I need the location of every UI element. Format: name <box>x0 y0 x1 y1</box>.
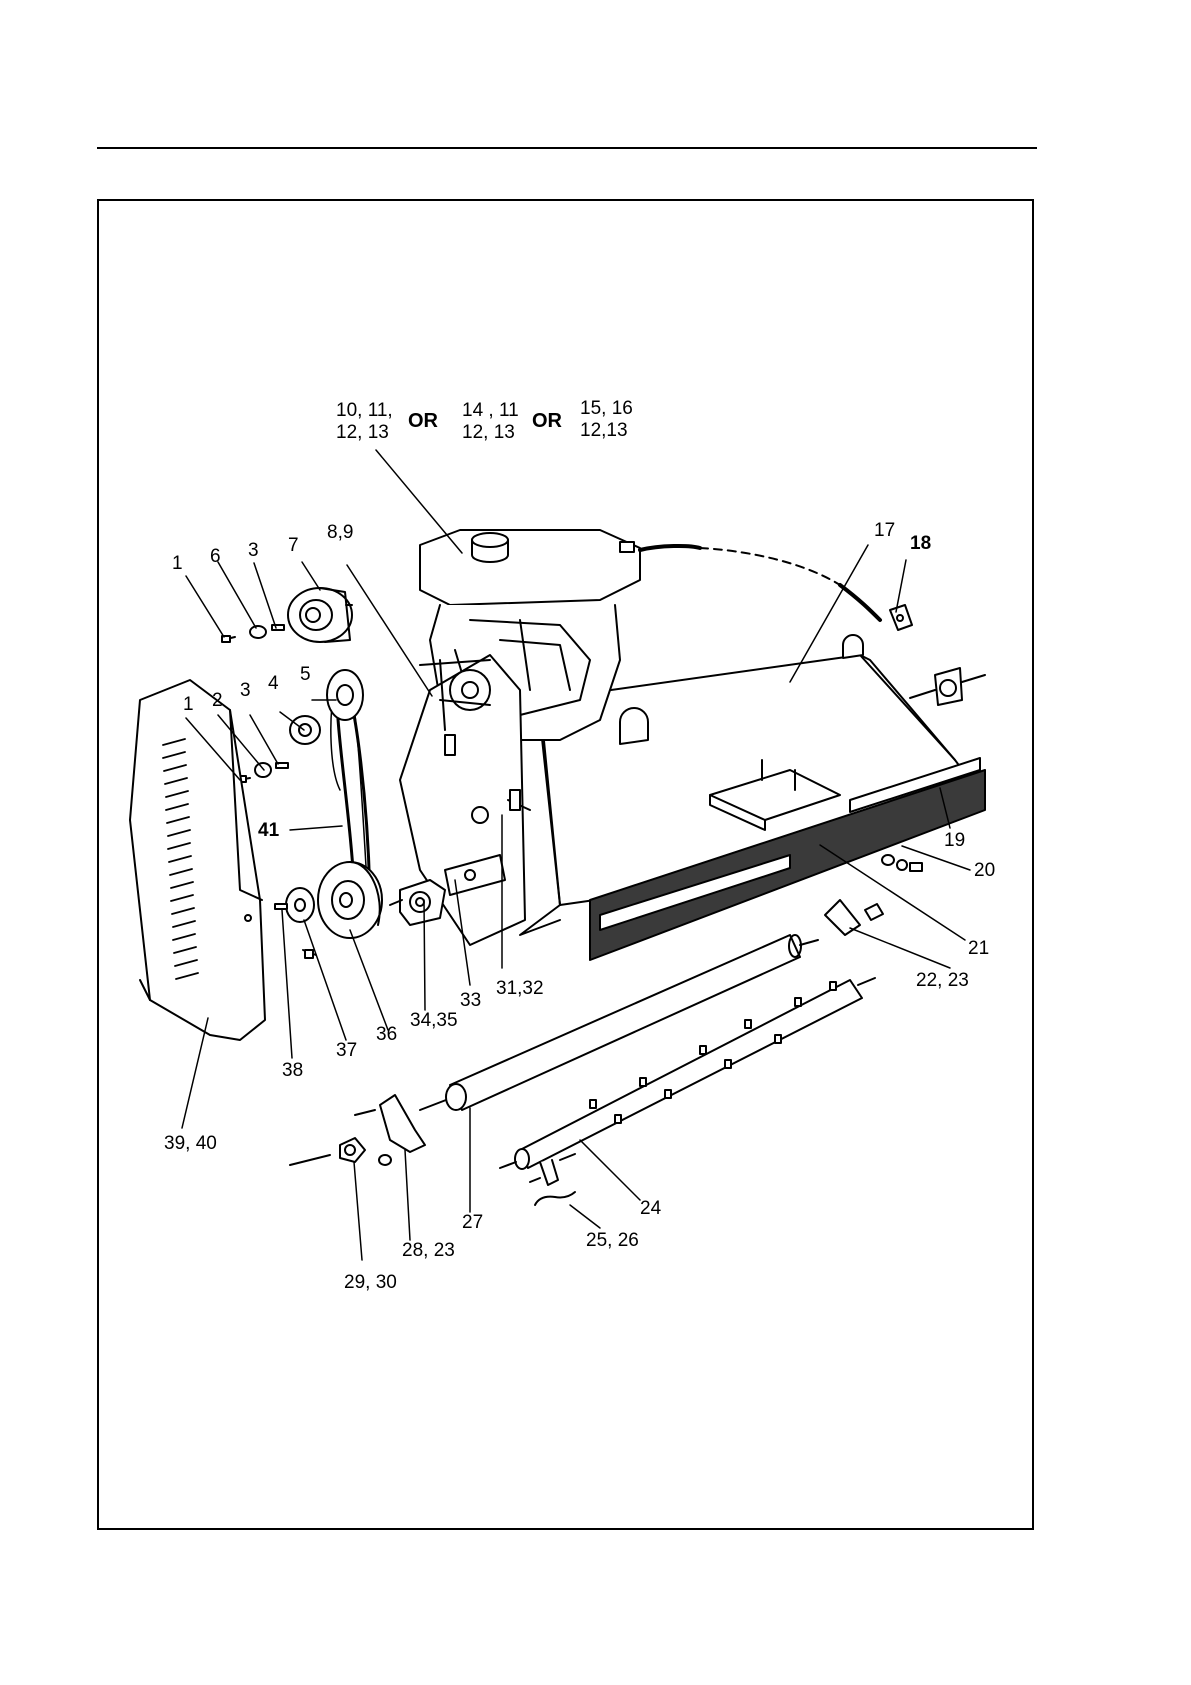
callout-25-26: 25, 26 <box>586 1230 639 1251</box>
callout-3a: 3 <box>248 540 259 561</box>
callout-19: 19 <box>944 830 965 851</box>
rear-roller <box>420 935 818 1110</box>
callout-28-23: 28, 23 <box>402 1240 455 1261</box>
engine-option-b-line2: 12, 13 <box>462 422 515 443</box>
engine-option-c-line2: 12,13 <box>580 420 628 441</box>
callout-1a: 1 <box>172 553 183 574</box>
callout-17: 17 <box>874 520 895 541</box>
right-bearing-flange <box>910 668 985 705</box>
callout-36: 36 <box>376 1024 397 1045</box>
callout-5: 5 <box>300 664 311 685</box>
callout-3b: 3 <box>240 680 251 701</box>
engine-option-c-line1: 15, 16 <box>580 398 633 419</box>
callout-18: 18 <box>910 533 931 554</box>
rotor-pulley <box>318 862 382 938</box>
pulley-hardware-top <box>222 625 284 642</box>
callout-34-35: 34,35 <box>410 1010 458 1031</box>
belt-guard <box>130 680 265 1040</box>
callout-6: 6 <box>210 546 221 567</box>
or-separator-1: OR <box>408 410 438 433</box>
callout-21: 21 <box>968 938 989 959</box>
callout-8-9: 8,9 <box>327 522 353 543</box>
callout-39-40: 39, 40 <box>164 1133 217 1154</box>
engine-option-b-line1: 14 , 11 <box>462 400 519 421</box>
callout-24: 24 <box>640 1198 661 1219</box>
or-separator-2: OR <box>532 410 562 433</box>
throttle-cable <box>620 542 912 630</box>
callout-1b: 1 <box>183 694 194 715</box>
pulley-hardware-mid <box>238 763 288 782</box>
taper-bush <box>275 888 316 958</box>
callout-4: 4 <box>268 673 279 694</box>
engine-pulley <box>288 588 352 642</box>
callout-37: 37 <box>336 1040 357 1061</box>
callout-27: 27 <box>462 1212 483 1233</box>
callout-31-32: 31,32 <box>496 978 544 999</box>
callout-33: 33 <box>460 990 481 1011</box>
callout-22-23: 22, 23 <box>916 970 969 991</box>
callout-7: 7 <box>288 535 299 556</box>
callout-2: 2 <box>212 690 223 711</box>
callout-20: 20 <box>974 860 995 881</box>
fixing-hardware <box>882 855 922 871</box>
callout-41: 41 <box>258 820 279 841</box>
engine-option-a-line2: 12, 13 <box>336 422 389 443</box>
engine-option-a-line1: 10, 11, <box>336 400 393 421</box>
callout-29-30: 29, 30 <box>344 1272 397 1293</box>
callout-38: 38 <box>282 1060 303 1081</box>
